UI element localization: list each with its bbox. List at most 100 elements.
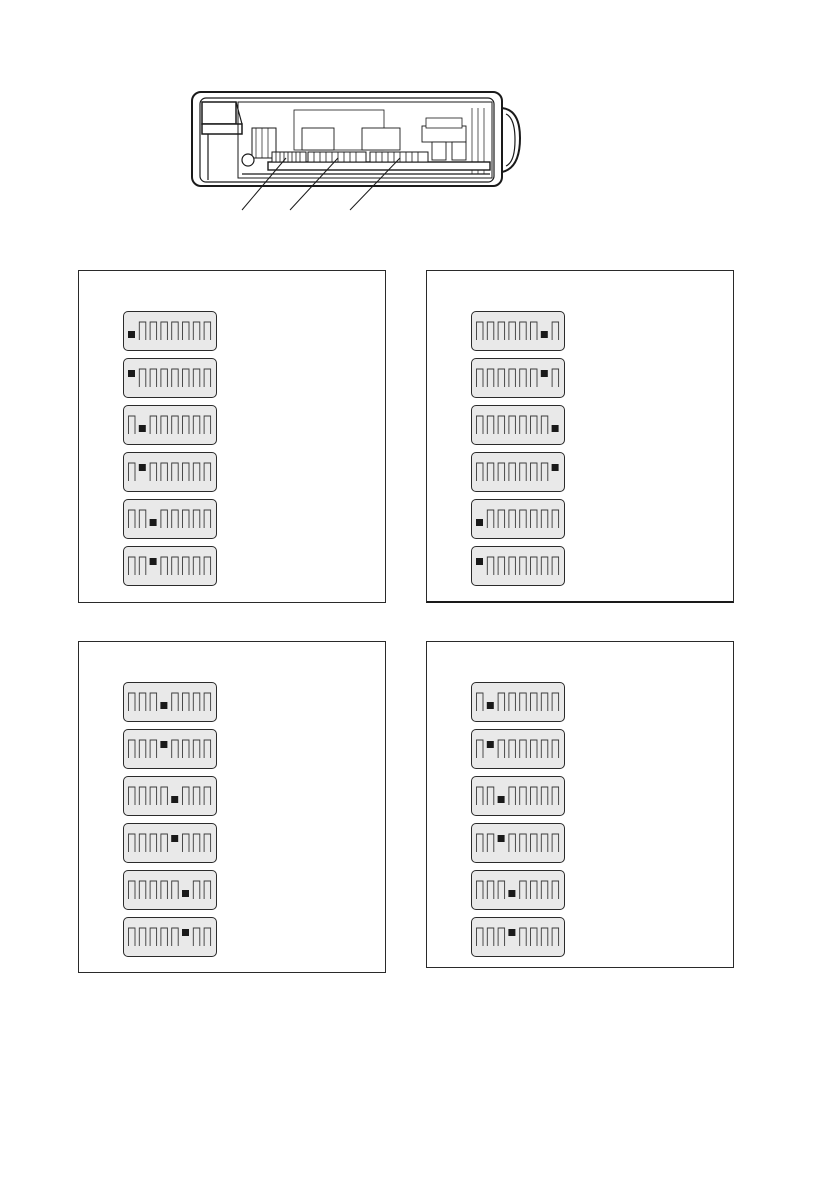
switch-slot: [509, 693, 516, 711]
dip-switch-row: [471, 729, 565, 769]
switch-panel-bottom-right: [426, 641, 734, 968]
switch-slot: [204, 322, 211, 340]
dip-switch-slots: [472, 918, 562, 954]
switch-lever-up: [487, 741, 494, 748]
dip-switch-slots: [124, 453, 214, 489]
switch-slot: [183, 834, 190, 852]
dip-switch-row: [471, 776, 565, 816]
dip-switch-slots: [124, 500, 214, 536]
switch-slot: [498, 463, 505, 481]
dip-switch-row: [471, 358, 565, 398]
switch-slot: [129, 557, 136, 575]
switch-slot: [161, 369, 168, 387]
switch-slot: [531, 416, 538, 434]
switch-lever-up: [476, 558, 483, 565]
switch-lever-down: [487, 702, 494, 709]
switch-slot: [531, 369, 538, 387]
switch-slot: [541, 693, 548, 711]
dip-switch-slots: [124, 777, 214, 813]
dip-switch-row: [123, 870, 217, 910]
switch-slot: [129, 834, 136, 852]
switch-slot: [193, 693, 200, 711]
switch-slot: [477, 881, 484, 899]
dip-switch-slots: [124, 918, 214, 954]
switch-lever-up: [139, 464, 146, 471]
switch-slot: [531, 928, 538, 946]
switch-slot: [487, 787, 494, 805]
switch-slot: [498, 693, 505, 711]
switch-slot: [552, 369, 559, 387]
switch-slot: [139, 322, 146, 340]
dip-switch-slots: [472, 871, 562, 907]
switch-slot: [531, 881, 538, 899]
switch-slot: [477, 322, 484, 340]
switch-slot: [172, 416, 179, 434]
switch-slot: [487, 928, 494, 946]
switch-slot: [129, 463, 136, 481]
switch-lever-up: [128, 370, 135, 377]
switch-slot: [161, 834, 168, 852]
switch-slot: [193, 834, 200, 852]
switch-slot: [129, 787, 136, 805]
switch-slot: [520, 322, 527, 340]
switch-slot: [487, 322, 494, 340]
switch-slot: [150, 369, 157, 387]
device-illustration: [190, 88, 526, 214]
dip-switch-row: [123, 452, 217, 492]
switch-slot: [139, 693, 146, 711]
switch-slot: [139, 557, 146, 575]
switch-slot: [520, 463, 527, 481]
dip-switch-row: [123, 358, 217, 398]
switch-slot: [161, 881, 168, 899]
switch-slot: [139, 369, 146, 387]
switch-slot: [520, 787, 527, 805]
switch-slot: [193, 322, 200, 340]
dip-switch-row: [471, 452, 565, 492]
switch-lever-down: [160, 702, 167, 709]
dip-switch-slots: [472, 359, 562, 395]
switch-slot: [498, 881, 505, 899]
switch-slot: [487, 463, 494, 481]
switch-slot: [531, 557, 538, 575]
dip-switch-slots: [472, 406, 562, 442]
switch-slot: [139, 740, 146, 758]
switch-slot: [204, 740, 211, 758]
switch-slot: [477, 369, 484, 387]
dip-switch-row: [471, 405, 565, 445]
switch-slot: [520, 510, 527, 528]
switch-lever-up: [498, 835, 505, 842]
switch-slot: [150, 740, 157, 758]
switch-slot: [487, 510, 494, 528]
switch-lever-down: [128, 331, 135, 338]
switch-slot: [541, 740, 548, 758]
switch-slot: [161, 557, 168, 575]
switch-slot: [531, 834, 538, 852]
switch-slot: [509, 463, 516, 481]
switch-lever-up: [160, 741, 167, 748]
switch-slot: [520, 881, 527, 899]
switch-slot: [193, 928, 200, 946]
dip-switch-row: [123, 917, 217, 957]
switch-slot: [150, 787, 157, 805]
switch-slot: [531, 463, 538, 481]
dip-switch-row: [123, 546, 217, 586]
switch-lever-down: [171, 796, 178, 803]
switch-slot: [498, 322, 505, 340]
dip-switch-slots: [124, 547, 214, 583]
switch-slot: [509, 787, 516, 805]
switch-slot: [172, 369, 179, 387]
switch-lever-down: [508, 890, 515, 897]
switch-slot: [172, 322, 179, 340]
switch-slot: [193, 369, 200, 387]
switch-slot: [204, 510, 211, 528]
switch-slot: [477, 463, 484, 481]
switch-lever-down: [498, 796, 505, 803]
dip-switch-slots: [124, 871, 214, 907]
switch-slot: [183, 787, 190, 805]
switch-slot: [204, 557, 211, 575]
switch-slot: [139, 881, 146, 899]
switch-slot: [193, 787, 200, 805]
switch-slot: [552, 740, 559, 758]
switch-slot: [487, 557, 494, 575]
switch-slot: [541, 416, 548, 434]
